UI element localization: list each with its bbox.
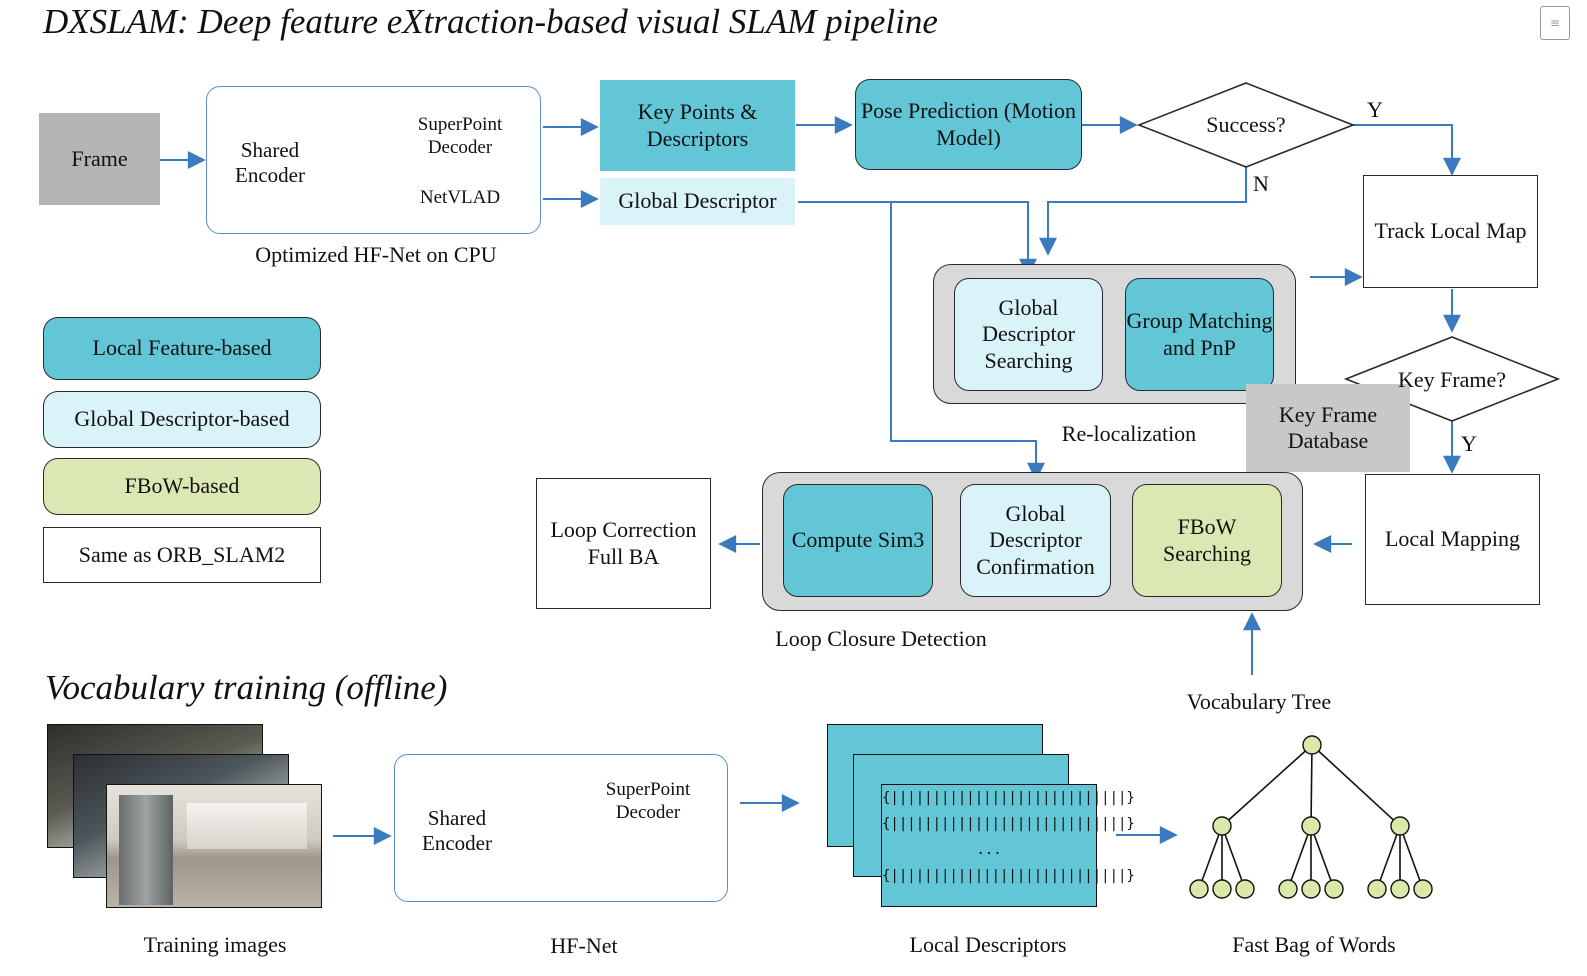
vocabulary-tree-caption: Vocabulary Tree xyxy=(1186,688,1332,714)
key-frame-database-box: Key Frame Database xyxy=(1246,384,1410,472)
yes-label-keyframe: Y xyxy=(1461,430,1477,456)
diagram-title: DXSLAM: Deep feature eXtraction-based vi… xyxy=(43,2,938,41)
fbow-tree xyxy=(1198,744,1424,890)
netvlad-label: NetVLAD xyxy=(419,186,501,208)
page-corner-icon[interactable]: ≡ xyxy=(1540,6,1570,40)
keyframe-question-label: Key Frame? xyxy=(1397,366,1507,392)
legend-fbow: FBoW-based xyxy=(43,458,321,515)
global-descriptor-box: Global Descriptor xyxy=(600,178,795,225)
tree-leaf-node xyxy=(1324,879,1344,899)
arrow-success-yes-to-track xyxy=(1353,124,1461,176)
offline-hfnet-caption: HF-Net xyxy=(550,932,618,958)
offline-section-title: Vocabulary training (offline) xyxy=(45,668,448,707)
tree-leaf-node xyxy=(1367,879,1387,899)
track-local-map-box: Track Local Map xyxy=(1363,175,1538,288)
legend-local-feature: Local Feature-based xyxy=(43,317,321,380)
success-label: Success? xyxy=(1206,111,1286,137)
compute-sim3-box: Compute Sim3 xyxy=(783,484,933,597)
hfnet-container xyxy=(206,86,541,234)
local-descriptors-caption: Local Descriptors xyxy=(909,931,1067,957)
descriptor-line: {||||||||||||||||||||||||||||} xyxy=(882,790,1135,806)
tree-leaf-node xyxy=(1189,879,1209,899)
descriptor-line: {||||||||||||||||||||||||||||} xyxy=(882,816,1135,832)
arrow-globaldesc-to-loop xyxy=(890,202,1045,481)
offline-hfnet-container xyxy=(394,754,728,902)
descriptor-ellipsis: ... xyxy=(976,842,1002,858)
tree-leaf-node xyxy=(1278,879,1298,899)
arrow-success-no-to-reloc xyxy=(1039,166,1247,256)
offline-superpoint-decoder-label: SuperPoint Decoder xyxy=(605,779,691,823)
pose-prediction-box: Pose Prediction (Motion Model) xyxy=(855,79,1082,170)
tree-leaf-node xyxy=(1390,879,1410,899)
no-label-success: N xyxy=(1253,170,1269,196)
arrow-globaldesc-to-search xyxy=(798,201,1037,277)
loop-correction-box: Loop Correction Full BA xyxy=(536,478,711,609)
tree-root-node xyxy=(1302,735,1322,755)
shared-encoder-label: Shared Encoder xyxy=(235,137,305,187)
loop-closure-caption: Loop Closure Detection xyxy=(775,625,987,651)
corridor-wall xyxy=(187,803,307,849)
legend-global-descriptor: Global Descriptor-based xyxy=(43,391,321,448)
fbow-searching-box: FBoW Searching xyxy=(1132,484,1282,597)
training-image-front xyxy=(106,784,322,908)
offline-shared-encoder-label: Shared Encoder xyxy=(422,805,492,855)
yes-label-success: Y xyxy=(1367,96,1383,122)
tree-leaf-node xyxy=(1301,879,1321,899)
relocalization-caption: Re-localization xyxy=(1061,420,1197,446)
legend-orb-slam2: Same as ORB_SLAM2 xyxy=(43,527,321,583)
training-images-caption: Training images xyxy=(143,931,287,957)
tree-leaf-node xyxy=(1413,879,1433,899)
global-descriptor-searching-box: Global Descriptor Searching xyxy=(954,278,1103,391)
group-matching-pnp-box: Group Matching and PnP xyxy=(1125,278,1274,391)
tree-leaf-node xyxy=(1235,879,1255,899)
tree-leaf-node xyxy=(1212,879,1232,899)
tree-branch-node xyxy=(1212,816,1232,836)
elevator-door xyxy=(119,795,173,905)
hfnet-caption: Optimized HF-Net on CPU xyxy=(255,241,497,267)
local-mapping-box: Local Mapping xyxy=(1365,474,1540,605)
superpoint-decoder-label: SuperPoint Decoder xyxy=(417,114,503,158)
descriptor-sheet-front: {||||||||||||||||||||||||||||} {||||||||… xyxy=(881,784,1135,907)
success-decision-shape xyxy=(1136,82,1356,168)
tree-branch-node xyxy=(1390,816,1410,836)
global-descriptor-confirmation-box: Global Descriptor Confirmation xyxy=(960,484,1111,597)
descriptor-line: {||||||||||||||||||||||||||||} xyxy=(882,868,1135,884)
frame-box: Frame xyxy=(39,113,160,205)
fast-bag-of-words-caption: Fast Bag of Words xyxy=(1232,931,1396,957)
tree-branch-node xyxy=(1301,816,1321,836)
keypoints-descriptors-box: Key Points & Descriptors xyxy=(600,80,795,171)
